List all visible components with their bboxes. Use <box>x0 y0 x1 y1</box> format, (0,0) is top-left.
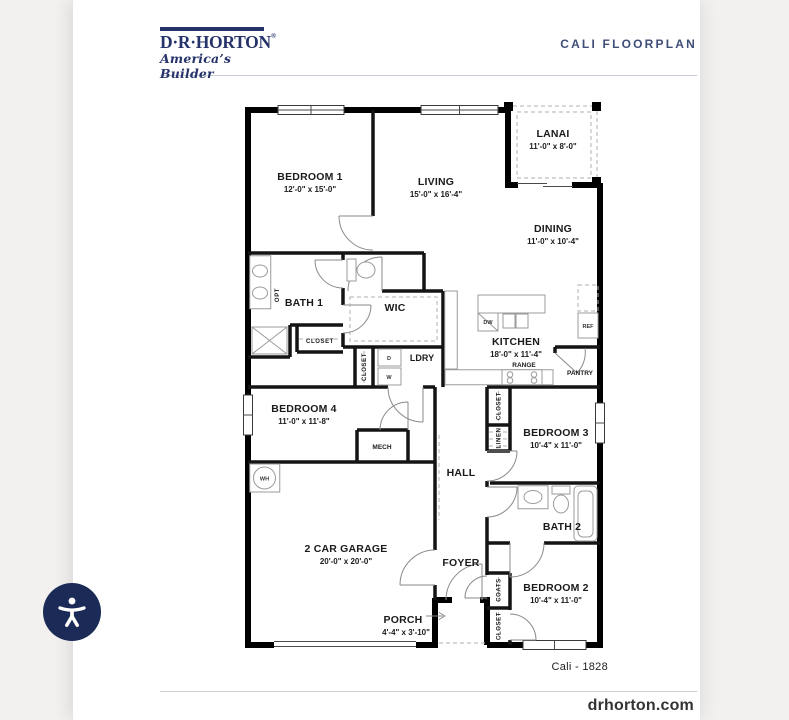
room-dims-bedroom-3: 10'-4" x 11'-0" <box>530 441 582 450</box>
dryer-box <box>377 348 402 367</box>
range-label: RANGE <box>512 362 536 369</box>
room-label-living: LIVING <box>418 176 454 188</box>
closet-labels: CLOSET CLOSET CLOSET LINEN COATS CLOSET <box>306 339 502 640</box>
linen-closet-label: LINEN <box>497 428 503 449</box>
room-label-bedroom-2: BEDROOM 2 <box>523 582 588 594</box>
washer-label: W <box>386 375 392 381</box>
lanai-posts <box>504 102 601 186</box>
logo-wordmark: D·R·HORTON® <box>160 31 276 52</box>
room-dims-bedroom-4: 11'-0" x 11'-8" <box>278 417 330 426</box>
kitchen-island <box>477 294 546 314</box>
room-dims-garage: 20'-0" x 20'-0" <box>320 557 373 566</box>
room-label-bedroom-4: BEDROOM 4 <box>271 403 336 415</box>
model-number-label: Cali - 1828 <box>552 661 609 673</box>
room-label-hall: HALL <box>447 467 476 479</box>
bath2-toilet-tank <box>551 485 571 495</box>
drhorton-logo: D·R·HORTON® America’s Builder <box>160 27 280 81</box>
door-swings <box>314 215 586 641</box>
fixtures <box>249 255 599 620</box>
accessibility-widget-button[interactable] <box>43 583 101 641</box>
range-box <box>501 369 543 386</box>
closet-label-bedroom2: CLOSET <box>497 612 503 640</box>
room-label-bath-2: BATH 2 <box>543 521 581 533</box>
bath1-vanity <box>249 255 272 310</box>
bath2-sink <box>523 490 543 504</box>
closet-label-hall: CLOSET <box>362 353 368 381</box>
dishwasher-label: DW <box>483 320 493 326</box>
room-dims-bedroom-2: 10'-4" x 11'-0" <box>530 596 582 605</box>
interior-walls <box>248 110 600 645</box>
room-label-garage: 2 CAR GARAGE <box>305 543 388 555</box>
room-label-foyer: FOYER <box>442 557 479 569</box>
logo-bar <box>160 27 264 31</box>
washer-box <box>377 367 402 386</box>
room-label-bedroom-3: BEDROOM 3 <box>523 427 588 439</box>
website-url: drhorton.com <box>587 697 694 714</box>
toilet-bowl <box>356 261 376 279</box>
dryer-label: D <box>387 356 391 362</box>
bath2-tub <box>573 485 598 542</box>
room-dims-living: 15'-0" x 16'-4" <box>410 190 463 199</box>
closet-label-bedroom3: CLOSET <box>497 392 503 420</box>
room-labels: BEDROOM 1 12'-0" x 15'-0" LIVING 15'-0" … <box>271 128 588 637</box>
room-label-kitchen: KITCHEN <box>492 336 540 348</box>
accessibility-person-icon <box>58 597 86 627</box>
optional-label: OPT <box>275 288 281 302</box>
closet-label-bedroom1: CLOSET <box>306 339 334 345</box>
floorplan-drawing: BEDROOM 1 12'-0" x 15'-0" LIVING 15'-0" … <box>243 102 609 673</box>
refrigerator-label: REF <box>583 324 595 330</box>
room-label-bedroom-1: BEDROOM 1 <box>277 171 342 183</box>
room-label-wic: WIC <box>384 302 405 314</box>
room-label-laundry: LDRY <box>410 353 434 363</box>
registered-trademark-icon: ® <box>270 31 276 40</box>
bath2-vanity <box>517 485 549 510</box>
bath1-optional-sink <box>252 286 268 300</box>
room-dims-lanai: 11'-0" x 8'-0" <box>529 142 577 151</box>
page-title: CALI FLOORPLAN <box>560 37 697 51</box>
room-label-bath-1: BATH 1 <box>285 297 323 309</box>
water-heater <box>253 466 276 490</box>
pantry-label: PANTRY <box>567 370 594 377</box>
refrigerator-box <box>577 312 599 339</box>
bath1-sink <box>252 264 268 278</box>
water-heater-label: WH <box>260 477 269 483</box>
room-dims-porch: 4'-4" x 3'-10" <box>382 628 430 637</box>
water-heater-box <box>249 463 281 493</box>
flyer-card: D·R·HORTON® America’s Builder CALI FLOOR… <box>73 0 700 720</box>
room-dims-bedroom-1: 12'-0" x 15'-0" <box>284 185 337 194</box>
header: D·R·HORTON® America’s Builder CALI FLOOR… <box>160 0 697 81</box>
room-dims-kitchen: 18'-0" x 11'-4" <box>490 350 542 359</box>
bath2-toilet-bowl <box>553 494 569 514</box>
floorplan-container: BEDROOM 1 12'-0" x 15'-0" LIVING 15'-0" … <box>240 95 615 673</box>
fixture-labels: DW REF RANGE PANTRY D W WH OPT <box>260 288 594 483</box>
room-label-lanai: LANAI <box>536 128 569 140</box>
porch-arrow <box>426 612 446 620</box>
toilet-tank <box>346 258 357 282</box>
room-label-dining: DINING <box>534 223 572 235</box>
logo-tagline: America’s Builder <box>160 50 232 81</box>
footer-divider <box>160 691 697 692</box>
coats-closet-label: COATS <box>497 578 503 602</box>
windows <box>243 105 605 650</box>
kitchen-sink <box>502 313 516 329</box>
room-label-mech: MECH <box>372 444 391 451</box>
room-dims-dining: 11'-0" x 10'-4" <box>527 237 579 246</box>
room-label-porch: PORCH <box>384 614 423 626</box>
